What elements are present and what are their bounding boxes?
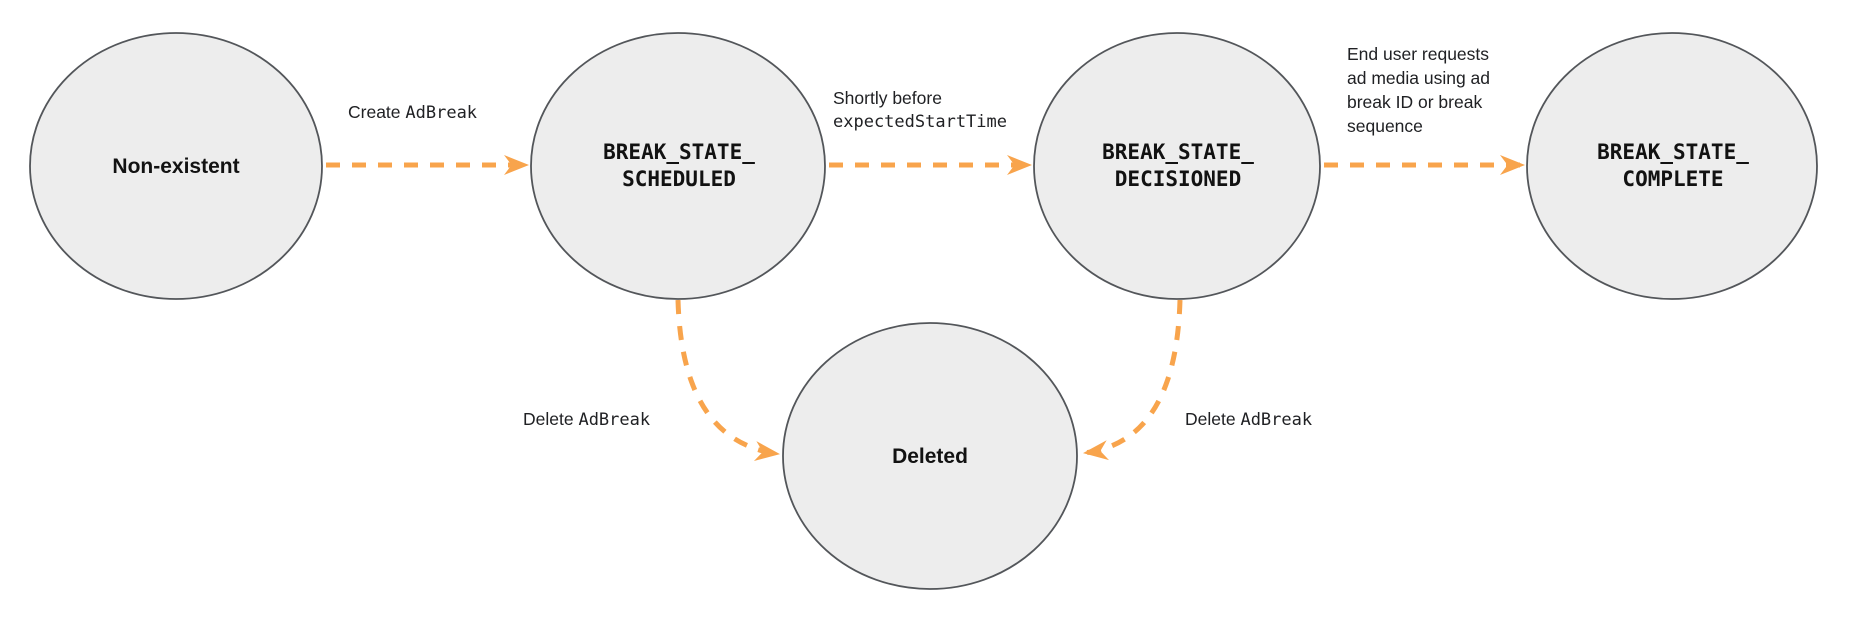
node-label-non-existent: Non-existent xyxy=(112,155,240,178)
state-node-break-state-scheduled xyxy=(530,32,826,300)
edge-label-code: AdBreak xyxy=(405,103,478,123)
node-label-deleted: Deleted xyxy=(892,445,968,468)
edge-label-text: Delete xyxy=(1185,409,1241,429)
edge-label-text: End user requests xyxy=(1347,44,1490,64)
edge-label-text: break ID or break xyxy=(1347,92,1483,112)
edge-label-text: Delete xyxy=(523,409,579,429)
state-node-break-state-complete xyxy=(1526,32,1818,300)
node-label-break-state-complete: BREAK_STATE_ COMPLETE xyxy=(1597,139,1749,193)
edge-label-text: sequence xyxy=(1347,116,1423,136)
edge-delete-adbreak-from-scheduled xyxy=(675,299,780,461)
node-label-line: BREAK_STATE_ xyxy=(1102,140,1254,164)
edge-label-text: ad media using ad xyxy=(1347,68,1491,88)
node-label-line: SCHEDULED xyxy=(622,167,736,191)
node-label-line: BREAK_STATE_ xyxy=(603,140,755,164)
edge-label-shortly-before: Shortly before expectedStartTime xyxy=(833,86,1007,134)
state-node-break-state-decisioned xyxy=(1033,32,1321,300)
node-label-line: COMPLETE xyxy=(1622,167,1724,191)
edge-label-create-adbreak: Create AdBreak xyxy=(348,100,477,125)
state-node-non-existent xyxy=(29,32,323,300)
node-label-line: DECISIONED xyxy=(1114,167,1242,191)
edge-label-code: AdBreak xyxy=(578,410,651,430)
edge-label-end-user-requests: End user requests ad media using ad brea… xyxy=(1347,42,1490,138)
edge-delete-adbreak-from-decisioned xyxy=(1083,299,1183,461)
edge-label-code: AdBreak xyxy=(1240,410,1313,430)
edge-label-text: Shortly before xyxy=(833,88,942,108)
edge-label-code: expectedStartTime xyxy=(833,112,1007,132)
edge-label-delete-adbreak-left: Delete AdBreak xyxy=(523,407,650,432)
edge-label-text: Create xyxy=(348,102,406,122)
state-node-deleted xyxy=(782,322,1078,590)
edge-label-delete-adbreak-right: Delete AdBreak xyxy=(1185,407,1312,432)
node-label-line: BREAK_STATE_ xyxy=(1597,140,1749,164)
node-label-break-state-decisioned: BREAK_STATE_ DECISIONED xyxy=(1102,139,1254,193)
node-label-break-state-scheduled: BREAK_STATE_ SCHEDULED xyxy=(603,139,755,193)
